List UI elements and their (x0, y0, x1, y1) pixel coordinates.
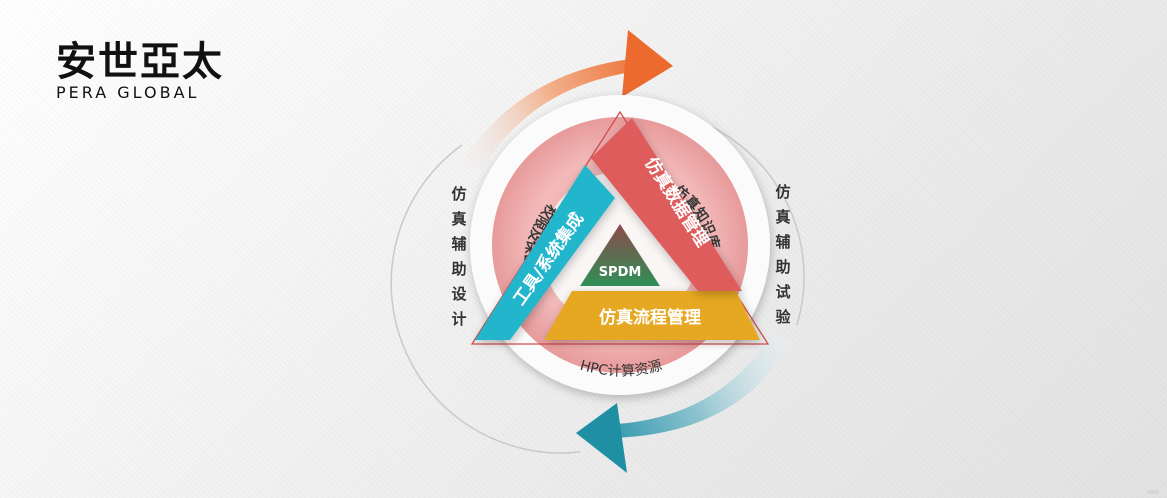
tool-integration-bar (475, 165, 615, 340)
process-management-label: 仿真流程管理 (599, 307, 701, 328)
logo-chinese-text: 安世亞太 (56, 39, 224, 85)
corner-watermark (1147, 490, 1159, 494)
data-management-bar (591, 118, 742, 291)
company-logo: 安世亞太 PERA GLOBAL (56, 40, 224, 102)
spdm-center-triangle (580, 224, 660, 286)
ring-label-bottom: HPC计算资源 (578, 358, 664, 380)
outer-label-right: 仿 真 辅 助 试 验 (775, 183, 791, 326)
teal-cycle-arrow (576, 334, 792, 473)
spdm-label: SPDM (599, 265, 642, 280)
logo-english-text: PERA GLOBAL (56, 83, 200, 102)
outer-label-left: 仿 真 辅 助 设 计 (451, 185, 467, 328)
orange-cycle-arrow (460, 30, 673, 170)
process-management-bar (544, 291, 760, 340)
